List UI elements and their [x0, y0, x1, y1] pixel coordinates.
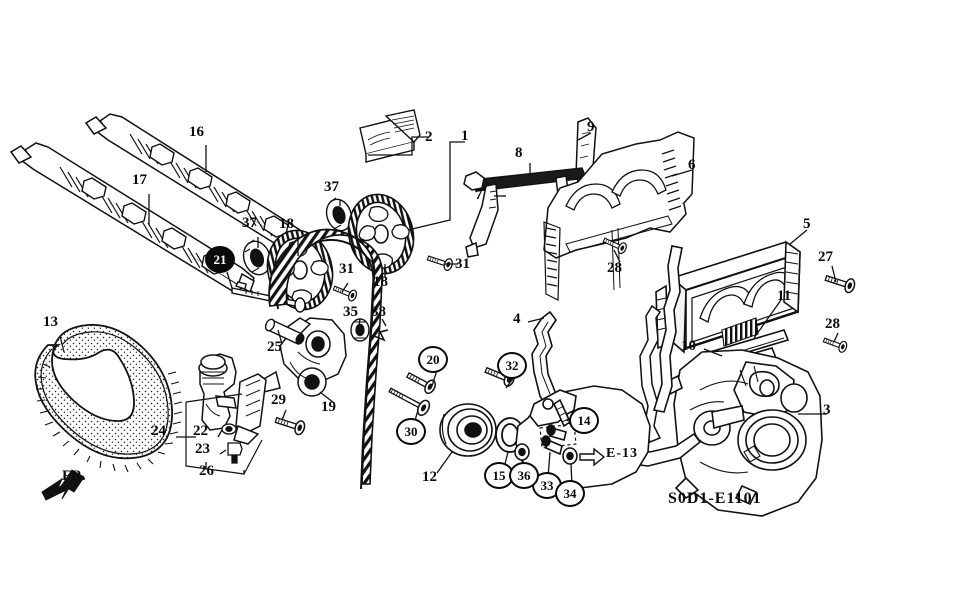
callout-retaining-clip: 38 — [371, 304, 386, 320]
callout-tensioner-mount-bolt: 29 — [271, 392, 286, 408]
callout-cylinder-head-cover-seal: 6 — [688, 157, 696, 173]
callout-timing-belt: 13 — [43, 314, 58, 330]
callout-pulley-bolt-right: 31 — [455, 256, 470, 272]
callout-timing-label-plate: 2 — [425, 129, 433, 145]
callout-lower-cover-rubber-seal: 10 — [681, 338, 696, 354]
callout-tensioner-stud: 14 — [569, 407, 599, 434]
callout-bolt-washer-upper: 28 — [607, 260, 622, 276]
cross-reference-label: E-13 — [606, 446, 638, 461]
callout-bolt-washer-lower: 28 — [825, 316, 840, 332]
callout-tensioner-washer: 34 — [555, 480, 585, 507]
callout-pulley-washer: 15 — [484, 462, 514, 489]
callout-upper-cover-bolt: 27 — [818, 249, 833, 265]
callout-oil-pump-housing: 3 — [823, 402, 831, 418]
callout-camshaft-pulley-right: 18 — [373, 274, 388, 290]
callout-adjuster-bolt: 36 — [509, 462, 539, 489]
diagram-code: S0D1-E1101 — [668, 490, 762, 507]
callout-lower-cover-bolt: 32 — [497, 352, 527, 379]
callout-camshaft-intake: 17 — [132, 172, 147, 188]
callout-rear-guide-plate: 9 — [587, 119, 595, 135]
callout-breather-tube-bracket: 7 — [475, 187, 483, 203]
callout-pulley-bolt-left: 31 — [339, 261, 354, 277]
callout-camshaft-exhaust: 16 — [189, 124, 204, 140]
callout-tensioner-spring-washer: 22 — [193, 423, 208, 439]
callout-cover-seal-strip: 11 — [777, 288, 792, 304]
callout-auto-tensioner-kit-bottom: 26 — [199, 463, 214, 479]
callout-upper-guide-bracket: 8 — [515, 145, 523, 161]
callout-auto-tensioner-kit-left: 24 — [151, 423, 166, 439]
callout-camshaft-key-right: 37 — [324, 179, 339, 195]
callout-tensioner-adjuster-arm: 19 — [321, 399, 336, 415]
callout-idler-pulley: 12 — [422, 469, 437, 485]
callout-camshaft-key-left: 37 — [242, 215, 257, 231]
callout-pulley-shaft-bolt: 30 — [396, 418, 426, 445]
callout-camshaft-pulley-left: 18 — [279, 216, 294, 232]
callout-idler-pulley-bolt: 20 — [418, 346, 448, 373]
callout-timing-belt-assembly-leader: 1 — [461, 128, 469, 144]
callout-upper-timing-cover: 5 — [803, 216, 811, 232]
callout-lower-cover-seal-rubber: 4 — [513, 311, 521, 327]
callout-camshaft-seal: 21 — [205, 246, 235, 273]
callout-tensioner-collar: 35 — [343, 304, 358, 320]
callout-tensioner-bolt: 23 — [195, 441, 210, 457]
callout-dowel-pin: 25 — [267, 339, 282, 355]
front-orientation-label: FR. — [62, 468, 86, 484]
